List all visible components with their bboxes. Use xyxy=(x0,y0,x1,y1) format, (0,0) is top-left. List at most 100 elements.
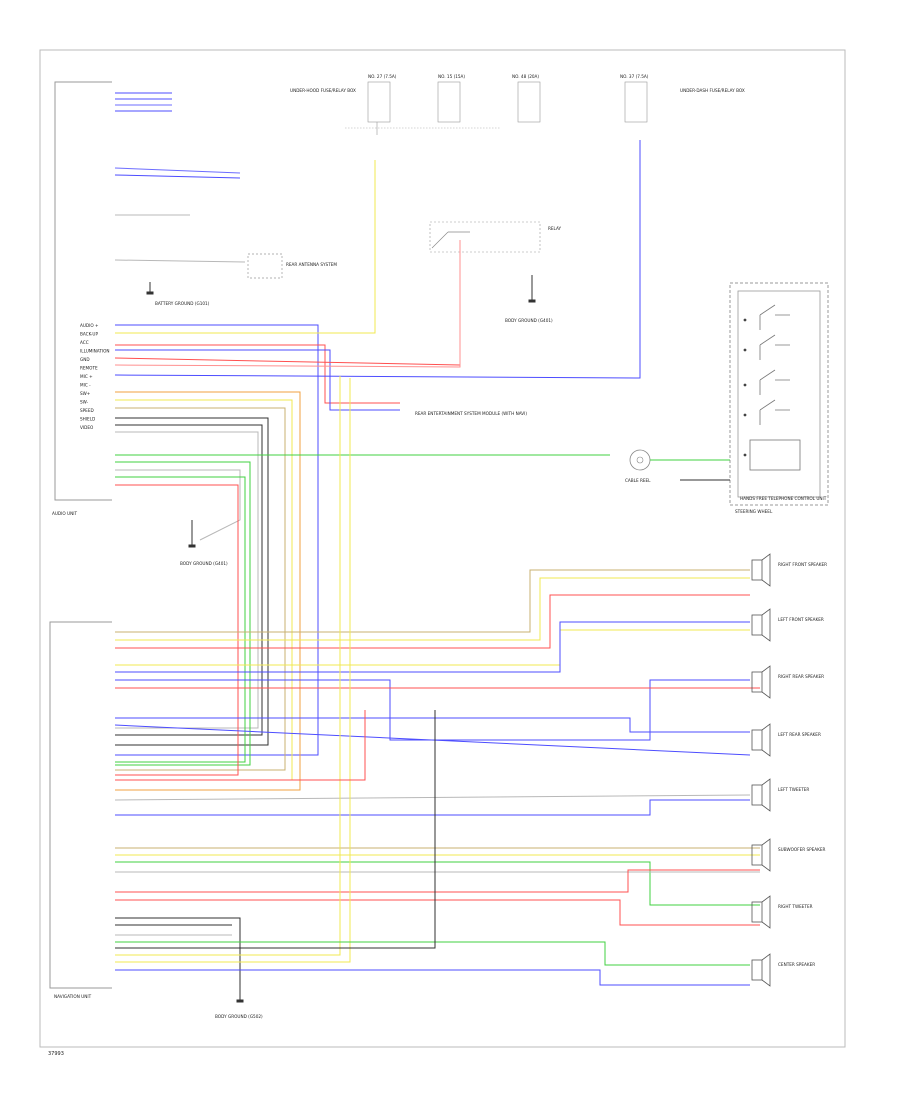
audio-pin-labels: AUDIO +BACK-UPACCILLUMINATIONGNDREMOTEMI… xyxy=(80,323,110,430)
wire-path xyxy=(115,461,251,766)
wire-path xyxy=(115,431,259,729)
speaker-rf_speaker: RIGHT FRONT SPEAKER xyxy=(751,553,827,587)
svg-text:NO. 37 (7.5A): NO. 37 (7.5A) xyxy=(620,74,649,79)
audio-pin-label: ACC xyxy=(80,340,89,345)
wire-path xyxy=(115,577,750,641)
wire-path xyxy=(115,399,293,781)
speaker-rf_tweeter: RIGHT TWEETER xyxy=(751,895,813,929)
svg-text:REAR ANTENNA SYSTEM: REAR ANTENNA SYSTEM xyxy=(286,262,337,267)
wire-path xyxy=(115,969,750,986)
cable-reel-label: CABLE REEL xyxy=(625,478,651,483)
wire-path xyxy=(114,140,641,379)
audio-pin-label: REMOTE xyxy=(80,366,98,371)
audio-pin-label: VIDEO xyxy=(80,425,94,430)
svg-text:BATTERY GROUND (G101): BATTERY GROUND (G101) xyxy=(155,301,210,306)
wire-path xyxy=(115,861,760,906)
audio-pin-label: MIC + xyxy=(80,374,93,379)
speaker-rr_speaker: RIGHT REAR SPEAKER xyxy=(751,665,824,699)
fuse-1: NO. 27 (7.5A) xyxy=(367,74,397,135)
navigation-box: NAVIGATION UNIT xyxy=(49,621,112,999)
wires xyxy=(114,92,760,986)
relay-label: RELAY xyxy=(548,226,562,231)
wire-path xyxy=(115,917,241,985)
audio-pin-label: SPEED xyxy=(80,408,94,413)
outer-frame xyxy=(39,49,846,1048)
wire-path xyxy=(114,794,751,801)
audio-unit-label: AUDIO UNIT xyxy=(52,511,77,516)
wire-path xyxy=(115,799,750,816)
wire-path xyxy=(115,344,400,404)
steering-wheel-label: STEERING WHEEL xyxy=(735,509,773,514)
wire-path xyxy=(114,357,461,366)
audio-pin-label: SW- xyxy=(80,400,89,405)
speaker-center_speaker: CENTER SPEAKER xyxy=(751,953,815,987)
svg-text:BODY GROUND (G401): BODY GROUND (G401) xyxy=(180,561,228,566)
speaker-lr_speaker: LEFT REAR SPEAKER xyxy=(751,723,821,757)
audio-pin-label: SW+ xyxy=(80,391,91,396)
fuse-3: NO. 48 (20A) xyxy=(512,74,541,123)
wire-path xyxy=(115,569,750,633)
speaker-label: LEFT TWEETER xyxy=(778,787,809,792)
ground-audio: BATTERY GROUND (G101) xyxy=(146,282,210,306)
speaker-label: RIGHT FRONT SPEAKER xyxy=(778,562,827,567)
speaker-label: LEFT FRONT SPEAKER xyxy=(778,617,824,622)
steering-wheel-box: STEERING WHEEL HANDS FREE TELEPHONE CONT… xyxy=(729,282,829,514)
wire-path xyxy=(115,679,750,741)
svg-text:NO. 48 (20A): NO. 48 (20A) xyxy=(512,74,539,79)
speaker-lf_speaker: LEFT FRONT SPEAKER xyxy=(751,608,824,642)
svg-text:BODY GROUND (G502): BODY GROUND (G502) xyxy=(215,1014,263,1019)
wire-path xyxy=(115,476,246,763)
ground-mid: BODY GROUND (G401) xyxy=(180,520,228,566)
wire-path xyxy=(114,167,241,174)
grounds: BATTERY GROUND (G101) BODY GROUND (G401)… xyxy=(146,275,553,1019)
audio-pin-label: SHIELD xyxy=(80,417,95,422)
wire-path xyxy=(115,378,351,963)
fuse-group: NO. 27 (7.5A) NO. 15 (15A) NO. 48 (20A) … xyxy=(290,74,745,135)
wire-path xyxy=(115,424,263,736)
fuse-4: NO. 37 (7.5A) xyxy=(620,74,649,123)
wire-path xyxy=(115,484,239,776)
wire-path xyxy=(114,259,246,263)
wire-path xyxy=(115,324,319,756)
speaker-label: RIGHT REAR SPEAKER xyxy=(778,674,824,679)
speaker-lf_tweeter: LEFT TWEETER xyxy=(751,778,809,812)
svg-text:NO. 15 (15A): NO. 15 (15A) xyxy=(438,74,465,79)
hands-free-label: HANDS FREE TELEPHONE CONTROL UNIT xyxy=(740,496,827,501)
underhood-label: UNDER-HOOD FUSE/RELAY BOX xyxy=(290,88,356,93)
svg-text:BODY GROUND (G401): BODY GROUND (G401) xyxy=(505,318,553,323)
wire-path xyxy=(115,407,286,771)
wire-path xyxy=(114,240,461,368)
wire-path xyxy=(115,417,269,746)
audio-pin-label: GND xyxy=(80,357,90,362)
speakers: RIGHT FRONT SPEAKER LEFT FRONT SPEAKER RIG… xyxy=(751,553,827,987)
diagram-id: 37993 xyxy=(48,1051,64,1057)
wire-path xyxy=(115,710,366,781)
rear-entertainment-label: REAR ENTERTAINMENT SYSTEM MODULE (WITH N… xyxy=(415,411,527,416)
underdash-label: UNDER-DASH FUSE/RELAY BOX xyxy=(680,88,745,93)
speaker-label: CENTER SPEAKER xyxy=(778,962,815,967)
svg-text:NO. 27 (7.5A): NO. 27 (7.5A) xyxy=(368,74,397,79)
audio-pin-label: MIC - xyxy=(80,383,91,388)
wire-path xyxy=(115,391,301,791)
ground-fuse3: BODY GROUND (G401) xyxy=(505,275,553,323)
wire-path xyxy=(115,869,760,893)
speaker-subwoofer: SUBWOOFER SPEAKER xyxy=(751,838,826,872)
wire-path xyxy=(114,174,241,179)
wire-path xyxy=(115,160,376,334)
wire-path xyxy=(115,469,241,541)
wire-path xyxy=(115,376,341,956)
speaker-label: SUBWOOFER SPEAKER xyxy=(778,847,826,852)
wire-path xyxy=(115,899,760,926)
wire-path xyxy=(115,349,400,411)
fuse-2: NO. 15 (15A) xyxy=(437,74,465,123)
wire-path xyxy=(115,941,750,966)
ground-bottom: BODY GROUND (G502) xyxy=(215,985,263,1019)
wire-path xyxy=(114,724,751,756)
wire-path xyxy=(115,710,436,949)
relay-block: RELAY xyxy=(429,221,562,253)
speaker-label: LEFT REAR SPEAKER xyxy=(778,732,821,737)
audio-pin-label: BACK-UP xyxy=(80,332,98,337)
navigation-label: NAVIGATION UNIT xyxy=(54,994,92,999)
